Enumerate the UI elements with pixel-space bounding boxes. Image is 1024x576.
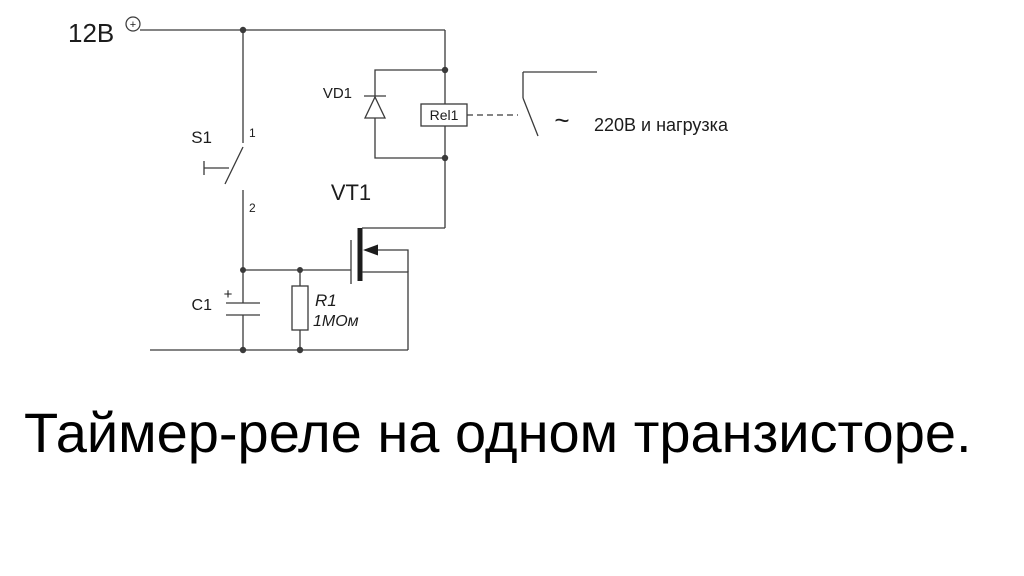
load-label: 220В и нагрузка bbox=[594, 115, 729, 135]
capacitor-polarity-label: + bbox=[224, 286, 233, 303]
supply-terminal: + bbox=[125, 16, 141, 32]
relay-contact bbox=[467, 71, 597, 137]
ac-symbol-label: ~ bbox=[554, 105, 569, 135]
substrate-wire bbox=[365, 249, 409, 272]
mosfet-arrow-icon bbox=[363, 244, 378, 256]
diode-symbol bbox=[363, 95, 387, 119]
junction-dots bbox=[239, 26, 449, 354]
junction-dot bbox=[240, 267, 246, 273]
resistor-ref-label: R1 bbox=[315, 291, 337, 310]
junction-dot bbox=[239, 26, 247, 34]
switch-pin1-label: 1 bbox=[249, 126, 256, 140]
plus-terminal-sign: + bbox=[130, 19, 136, 31]
switch-blade bbox=[224, 146, 244, 185]
switch-pin2-label: 2 bbox=[249, 201, 256, 215]
supply-voltage-label: 12В bbox=[68, 18, 114, 48]
resistor-value-label: 1МОм bbox=[313, 313, 359, 330]
switch-ref-label: S1 bbox=[191, 128, 212, 147]
junction-dot bbox=[441, 154, 449, 162]
resistor-body bbox=[291, 285, 309, 331]
source-wire bbox=[362, 271, 409, 350]
plus-terminal-icon bbox=[125, 16, 141, 32]
page-title: Таймер-реле на одном транзисторе. bbox=[24, 401, 972, 464]
diode-triangle bbox=[363, 95, 387, 119]
relay-ref-label: Rel1 bbox=[430, 107, 459, 123]
junction-dot bbox=[441, 66, 449, 74]
junction-dot bbox=[239, 346, 247, 354]
junction-dot bbox=[297, 267, 303, 273]
diode-ref-label: VD1 bbox=[323, 85, 352, 102]
transistor-ref-label: VT1 bbox=[331, 180, 371, 205]
contact-blade bbox=[522, 97, 539, 137]
capacitor-ref-label: C1 bbox=[192, 297, 213, 314]
junction-dot bbox=[296, 346, 304, 354]
